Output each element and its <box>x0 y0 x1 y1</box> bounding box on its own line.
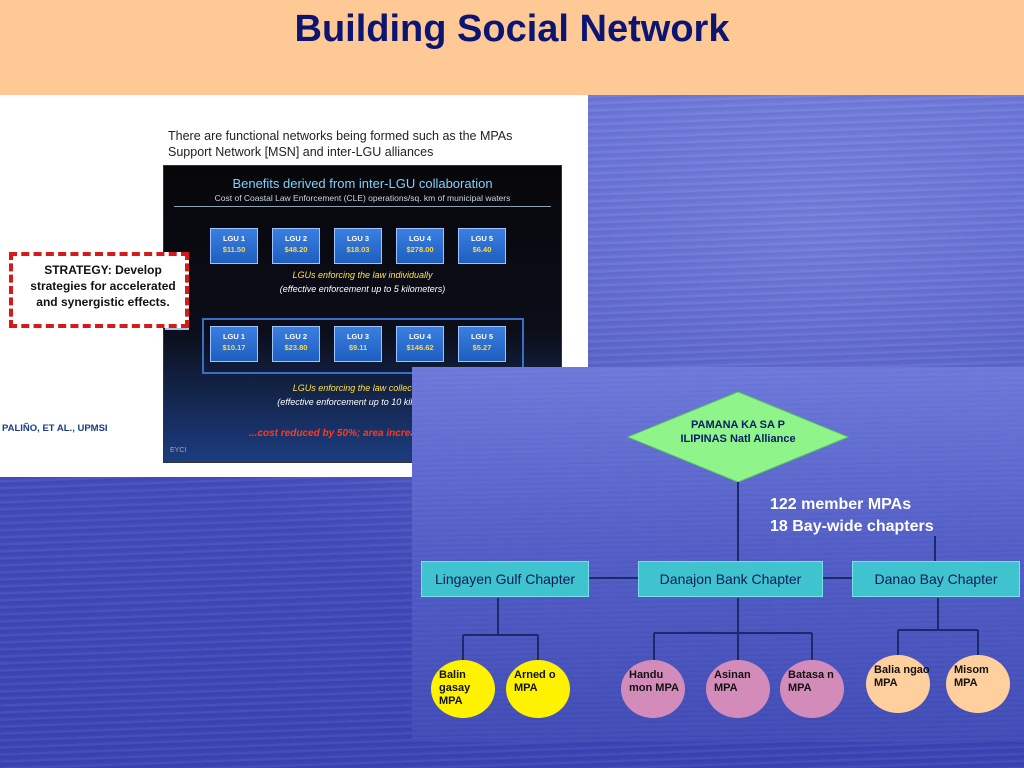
lgu-box: LGU 5$6.40 <box>458 228 506 264</box>
lgu-box: LGU 3$9.11 <box>334 326 382 362</box>
mpa-node: Balia ngao MPA <box>866 655 930 713</box>
collective-frame <box>202 318 524 374</box>
divider <box>174 206 551 207</box>
chapter-danajon: Danajon Bank Chapter <box>638 561 823 597</box>
lgu-box: LGU 3$18.03 <box>334 228 382 264</box>
stats-line-1: 122 member MPAs <box>770 496 912 513</box>
lgu-row-individual: LGU 1$11.50 LGU 2$48.20 LGU 3$18.03 LGU … <box>210 228 530 266</box>
mpa-node: Batasa n MPA <box>780 660 844 718</box>
lgu-box: LGU 1$10.17 <box>210 326 258 362</box>
title-bar: Building Social Network <box>0 0 1024 95</box>
benefits-subtitle: Cost of Coastal Law Enforcement (CLE) op… <box>214 193 511 203</box>
row2-note: LGUs enforcing the law collectively <box>292 383 433 393</box>
lgu-box: LGU 5$5.27 <box>458 326 506 362</box>
mpa-node: Asinan MPA <box>706 660 770 718</box>
box-logo: EYCI <box>170 447 187 454</box>
strategy-text: STRATEGY: Develop strategies for acceler… <box>30 263 176 309</box>
row1-note: LGUs enforcing the law individually <box>292 270 433 280</box>
lgu-row-collective: LGU 1$10.17 LGU 2$23.80 LGU 3$9.11 LGU 4… <box>210 326 530 364</box>
stats-line-2: 18 Bay-wide chapters <box>770 518 934 535</box>
author-credit: PALIÑO, ET AL., UPMSI <box>2 423 108 434</box>
row2-note2: (effective enforcement up to 10 kilomete… <box>277 397 448 407</box>
network-stats: 122 member MPAs 18 Bay-wide chapters <box>770 494 934 538</box>
lgu-box: LGU 4$146.62 <box>396 326 444 362</box>
benefits-title: Benefits derived from inter-LGU collabor… <box>232 176 493 191</box>
mpa-node: Handu mon MPA <box>621 660 685 718</box>
slide-title: Building Social Network <box>294 8 730 50</box>
mpa-node: Arned o MPA <box>506 660 570 718</box>
lgu-box: LGU 2$23.80 <box>272 326 320 362</box>
root-label: PAMANA KA SA P ILIPINAS Natl Alliance <box>680 419 796 445</box>
mpa-node: Balin gasay MPA <box>431 660 495 718</box>
result-text: ...cost reduced by 50%; area increased b… <box>249 428 476 439</box>
lgu-box: LGU 4$278.00 <box>396 228 444 264</box>
chapter-danao: Danao Bay Chapter <box>852 561 1020 597</box>
lgu-box: LGU 2$48.20 <box>272 228 320 264</box>
strategy-callout: STRATEGY: Develop strategies for acceler… <box>9 252 189 328</box>
mpa-node: Misom MPA <box>946 655 1010 713</box>
row1-note2: (effective enforcement up to 5 kilometer… <box>279 284 446 294</box>
intro-text: There are functional networks being form… <box>168 129 513 159</box>
chapter-lingayen: Lingayen Gulf Chapter <box>421 561 589 597</box>
lgu-box: LGU 1$11.50 <box>210 228 258 264</box>
